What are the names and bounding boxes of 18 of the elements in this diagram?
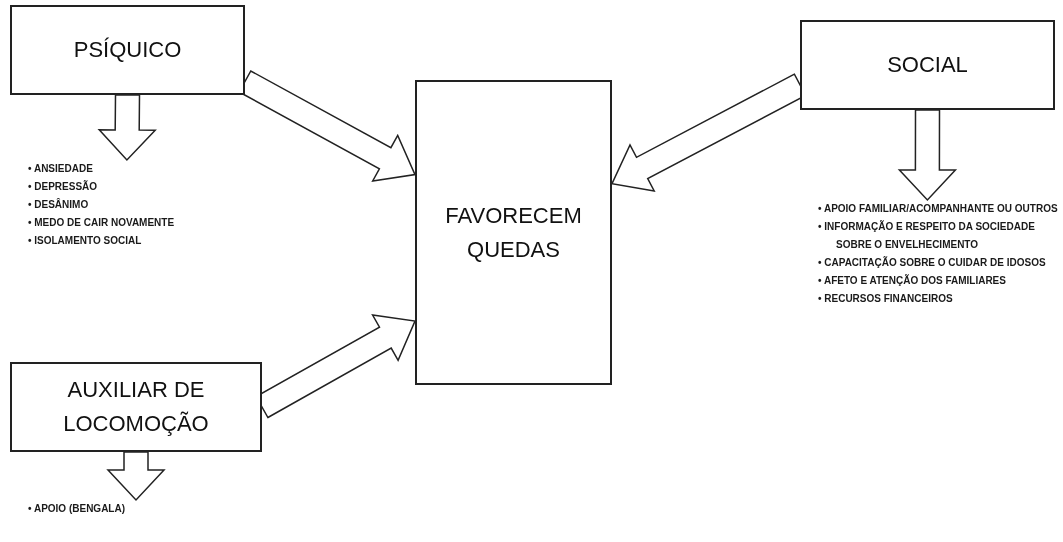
block-arrow bbox=[897, 109, 958, 202]
text-box: PSÍQUICO bbox=[10, 5, 245, 95]
text-box: FAVORECEM QUEDAS bbox=[415, 80, 612, 385]
list-item: • ANSIEDADE bbox=[28, 162, 94, 176]
list-item: • INFORMAÇÃO E RESPEITO DA SOCIEDADE SOBRE O ENVELHECIMENTO bbox=[818, 219, 1036, 252]
list-item: • ISOLAMENTO SOCIAL bbox=[28, 234, 143, 248]
text-box: AUXILIAR DE LOCOMOÇÃO bbox=[10, 362, 262, 452]
list-item: • APOIO (BENGALA) bbox=[28, 502, 127, 516]
list-item: • DEPRESSÃO bbox=[28, 179, 99, 194]
list-item: • CAPACITAÇÃO SOBRE O CUIDAR DE IDOSOS bbox=[818, 255, 1047, 270]
list-item: • AFETO E ATENÇÃO DOS FAMILIARES bbox=[818, 273, 1007, 288]
block-arrow bbox=[106, 451, 166, 502]
block-arrow bbox=[97, 94, 157, 162]
list-item: • MEDO DE CAIR NOVAMENTE bbox=[28, 216, 176, 230]
text-box: SOCIAL bbox=[800, 20, 1055, 110]
list-item: • DESÂNIMO bbox=[28, 197, 90, 212]
list-item: • APOIO FAMILIAR/ACOMPANHANTE OU OUTROS bbox=[818, 202, 1059, 216]
list-item: • RECURSOS FINANCEIROS bbox=[818, 292, 954, 306]
